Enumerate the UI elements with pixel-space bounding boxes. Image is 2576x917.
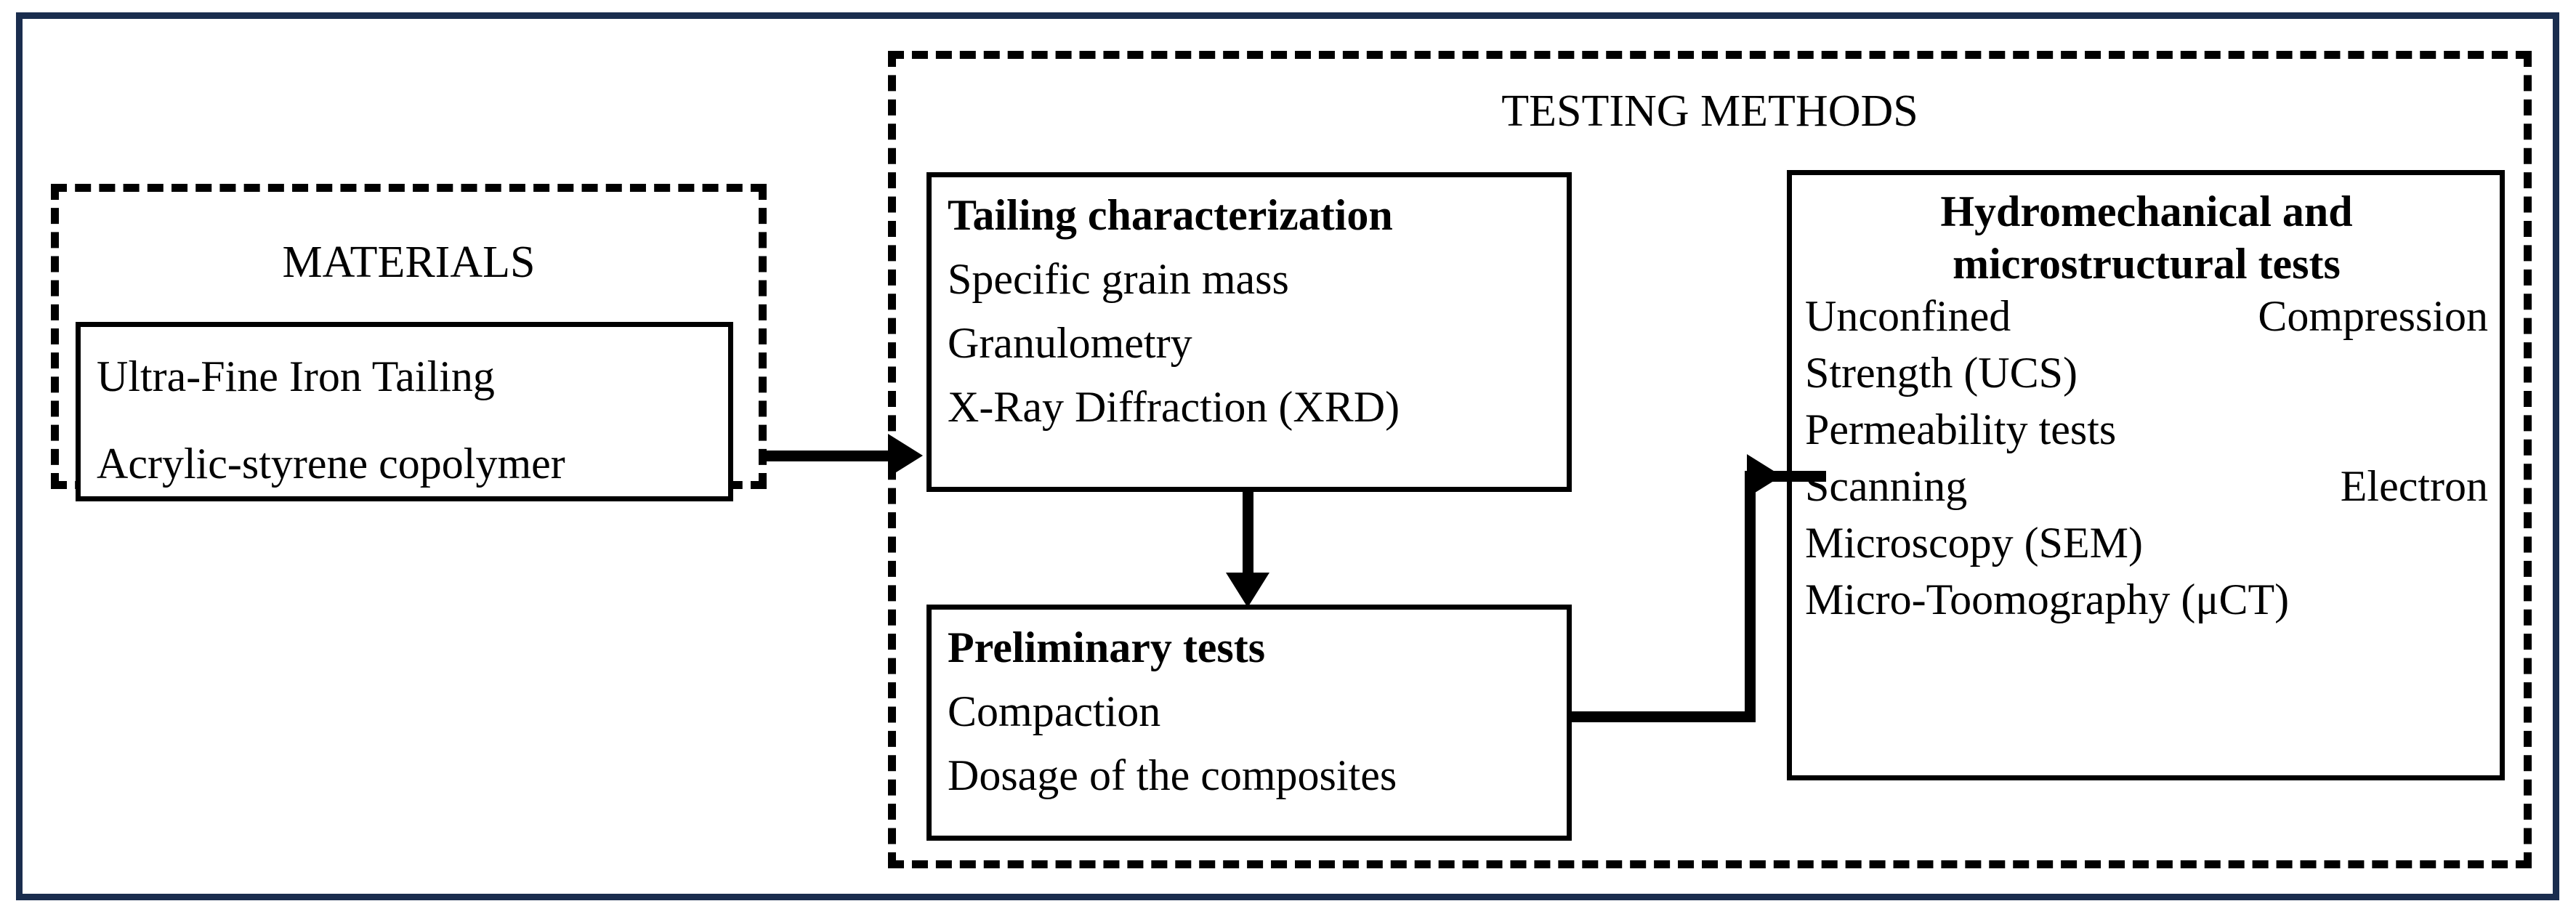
tailing-item-xrd: X-Ray Diffraction (XRD) xyxy=(948,383,1400,431)
hydro-item-micro-toomography-uct: Micro-Toomography (μCT) xyxy=(1805,575,2290,623)
materials-item-ultra-fine-iron-tailing: Ultra-Fine Iron Tailing xyxy=(97,352,495,400)
arrow-tailing-to-preliminary-shaft xyxy=(1243,492,1253,578)
hydromechanical-tests-box: Hydromechanical and microstructural test… xyxy=(1787,170,2505,780)
preliminary-item-compaction: Compaction xyxy=(948,687,1161,735)
hydro-item-scanning-electron: Scanning Electron xyxy=(1805,462,2488,510)
arrow-materials-to-testing-shaft xyxy=(762,451,892,461)
arrow-preliminary-to-hydro-segment-horizontal-lower xyxy=(1567,711,1756,722)
hydro-item-permeability-tests: Permeability tests xyxy=(1805,405,2117,453)
tailing-characterization-box: Tailing characterization Specific grain … xyxy=(926,172,1572,492)
arrow-preliminary-to-hydro-head-icon xyxy=(1747,454,1782,498)
preliminary-item-dosage-of-the-composites: Dosage of the composites xyxy=(948,751,1397,799)
tailing-item-specific-grain-mass: Specific grain mass xyxy=(948,255,1289,303)
arrow-tailing-to-preliminary-head-icon xyxy=(1226,573,1269,607)
hydro-item-microscopy-sem: Microscopy (SEM) xyxy=(1805,519,2143,567)
materials-group-title: MATERIALS xyxy=(282,238,536,287)
arrow-materials-to-testing-head-icon xyxy=(888,434,923,477)
arrow-preliminary-to-hydro-segment-vertical xyxy=(1745,471,1756,722)
hydro-item-strength-ucs: Strength (UCS) xyxy=(1805,349,2078,397)
materials-item-acrylic-styrene-copolymer: Acrylic-styrene copolymer xyxy=(97,440,565,488)
tailing-characterization-heading: Tailing characterization xyxy=(948,191,1393,239)
testing-methods-group-title: TESTING METHODS xyxy=(1501,86,1918,136)
preliminary-tests-box: Preliminary tests Compaction Dosage of t… xyxy=(926,605,1572,841)
figure-outer-frame xyxy=(16,12,2559,900)
preliminary-tests-heading: Preliminary tests xyxy=(948,623,1266,671)
tailing-box-inner: Tailing characterization Specific grain … xyxy=(932,177,1567,487)
hydro-box-inner: Hydromechanical and microstructural test… xyxy=(1792,175,2500,775)
hydro-item-unconfined-compression: Unconfined Compression xyxy=(1805,292,2488,340)
preliminary-box-inner: Preliminary tests Compaction Dosage of t… xyxy=(932,610,1567,836)
materials-content-box: Ultra-Fine Iron Tailing Acrylic-styrene … xyxy=(76,322,733,501)
hydromechanical-heading-line-2: microstructural tests xyxy=(1953,240,2341,288)
hydromechanical-heading-line-1: Hydromechanical and xyxy=(1940,187,2353,235)
tailing-item-granulometry: Granulometry xyxy=(948,319,1192,367)
materials-box-inner: Ultra-Fine Iron Tailing Acrylic-styrene … xyxy=(81,327,728,496)
